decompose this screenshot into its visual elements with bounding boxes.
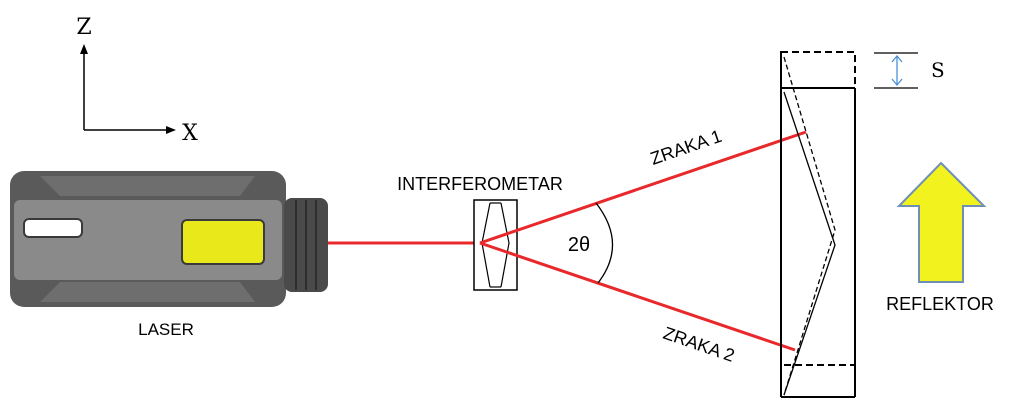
- laser-top-groove: [40, 176, 255, 196]
- interferometer-label: INTERFEROMETAR: [397, 174, 563, 194]
- x-arrow-head: [166, 126, 176, 134]
- x-axis-label: X: [182, 121, 198, 146]
- reflector-displaced-outline: [780, 51, 856, 366]
- beam-2-label: ZRAKA 2: [661, 323, 738, 366]
- laser-label: LASER: [138, 320, 194, 339]
- z-axis-label: Z: [76, 15, 91, 40]
- reflector-prism: [783, 91, 836, 396]
- laser-bottom-groove: [40, 282, 255, 302]
- laser-indicator: [23, 218, 83, 238]
- z-arrow-head: [80, 44, 88, 54]
- interferometer: INTERFEROMETAR: [397, 174, 563, 291]
- displacement-marker: S: [874, 52, 945, 89]
- reflector-displaced-prism: [783, 56, 836, 396]
- laser-device: LASER: [10, 171, 328, 339]
- coordinate-axes: Z X: [76, 15, 198, 146]
- interferometer-box: [473, 199, 518, 291]
- angle-label: 2θ: [568, 234, 590, 256]
- displacement-label: S: [931, 58, 945, 82]
- reflector-label: REFLEKTOR: [886, 294, 994, 314]
- laser-window: [181, 219, 265, 265]
- beam-1: [479, 130, 807, 245]
- beam-2: [479, 241, 796, 352]
- movement-arrow-icon: [896, 161, 987, 283]
- angle-arc: [595, 202, 614, 284]
- reflector: [780, 51, 856, 398]
